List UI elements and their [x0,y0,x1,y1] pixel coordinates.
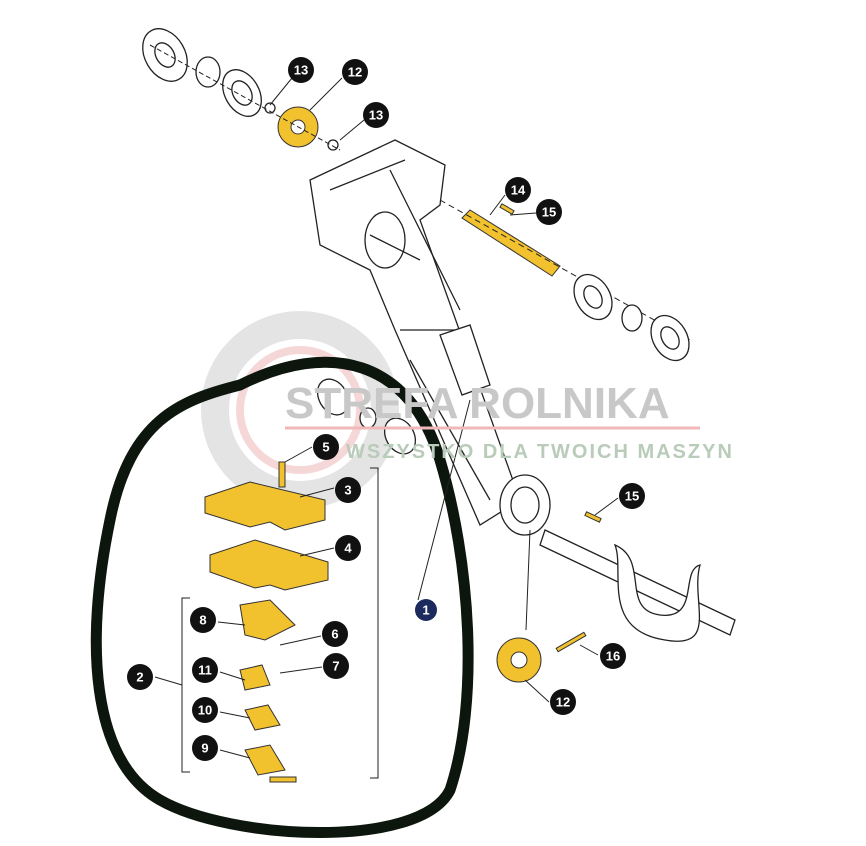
callout-11: 11 [192,657,218,683]
svg-text:15: 15 [625,489,639,504]
callout-12: 12 [550,689,576,715]
callout-13: 13 [363,102,389,128]
svg-text:10: 10 [198,703,212,718]
callout-7: 7 [323,653,349,679]
callout-9: 9 [192,735,218,761]
sprocket-lower [496,637,542,683]
svg-text:1: 1 [422,603,429,618]
upper-bearing-assembly [142,28,341,151]
svg-text:13: 13 [294,63,308,78]
svg-text:15: 15 [542,205,556,220]
callout-15: 15 [536,199,562,225]
svg-text:8: 8 [199,613,206,628]
right-bearing-assembly [573,273,690,362]
scraper-parts [204,461,329,783]
callout-16: 16 [600,643,626,669]
svg-text:3: 3 [344,483,351,498]
svg-text:9: 9 [201,741,208,756]
callout-12: 12 [342,59,368,85]
svg-text:2: 2 [136,670,143,685]
auger [496,511,736,683]
watermark-title: STREFA ROLNIKA [285,379,670,428]
hand-drawn-circle-marker [90,356,474,838]
callout-6: 6 [322,621,348,647]
callout-2: 2 [127,664,153,690]
bracket-2 [181,597,190,773]
callout-8: 8 [190,607,216,633]
svg-text:5: 5 [322,440,329,455]
svg-text:4: 4 [344,541,352,556]
callout-14: 14 [505,177,531,203]
callout-4: 4 [335,535,361,561]
callout-13: 13 [288,57,314,83]
callout-5: 5 [313,434,339,460]
callout-15: 15 [619,483,645,509]
leader-lines [154,77,619,759]
svg-text:11: 11 [198,663,212,678]
svg-text:14: 14 [511,183,526,198]
watermark-subtitle: WSZYSTKO DLA TWOICH MASZYN [346,441,734,463]
svg-text:12: 12 [556,695,570,710]
svg-text:12: 12 [348,65,362,80]
callout-3: 3 [335,477,361,503]
watermark-text: STREFA ROLNIKA WSZYSTKO DLA TWOICH MASZY… [285,379,734,463]
svg-text:16: 16 [606,649,620,664]
svg-text:6: 6 [331,627,338,642]
svg-text:7: 7 [332,659,339,674]
svg-text:13: 13 [369,108,383,123]
callout-10: 10 [192,697,218,723]
bracket-1 [370,467,379,779]
callout-1: 1 [415,599,437,621]
